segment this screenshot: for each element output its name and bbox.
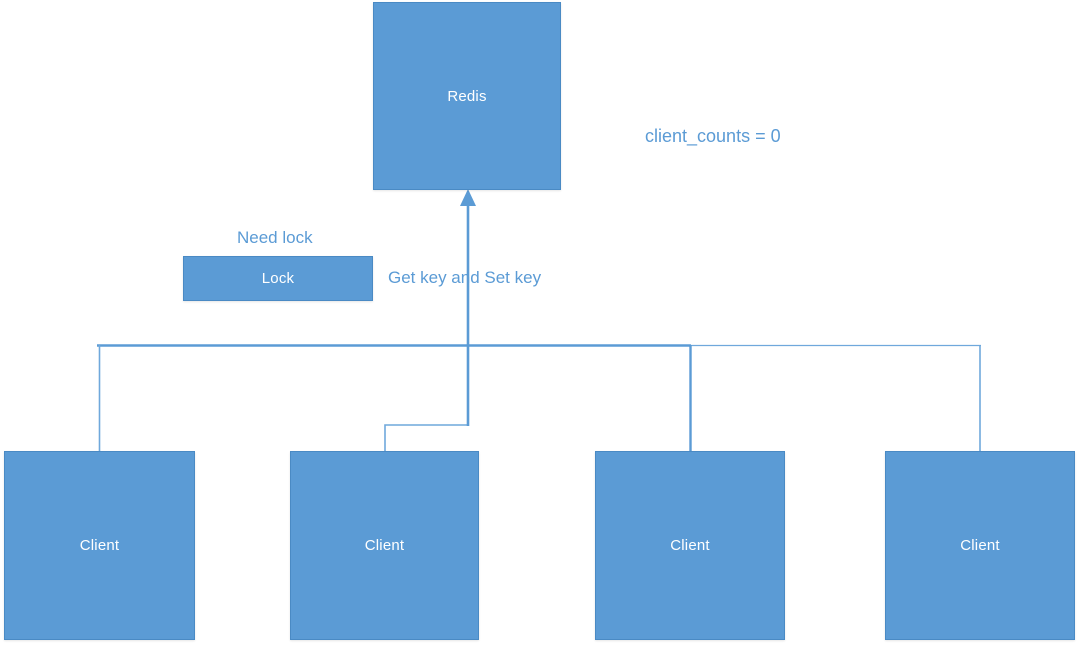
redis-node[interactable]: Redis [373,2,561,190]
client-node-3[interactable]: Client [595,451,785,640]
redis-arrow-head [460,189,476,206]
client-counts-annotation: client_counts = 0 [645,126,781,146]
client-node-4[interactable]: Client [885,451,1075,640]
redis-node-label: Redis [447,87,487,105]
client-node-1[interactable]: Client [4,451,195,640]
need-lock-annotation: Need lock [237,228,313,247]
connector-client-2 [384,424,468,452]
client-node-2-label: Client [364,537,405,554]
client-node-3-label: Client [670,537,710,554]
get-set-key-annotation: Get key and Set key [388,268,542,287]
client-node-4-label: Client [960,537,1000,554]
lock-node-label: Lock [261,270,295,287]
lock-node[interactable]: Lock [183,256,373,301]
client-node-1-label: Client [79,537,120,554]
client-node-2[interactable]: Client [290,451,479,640]
